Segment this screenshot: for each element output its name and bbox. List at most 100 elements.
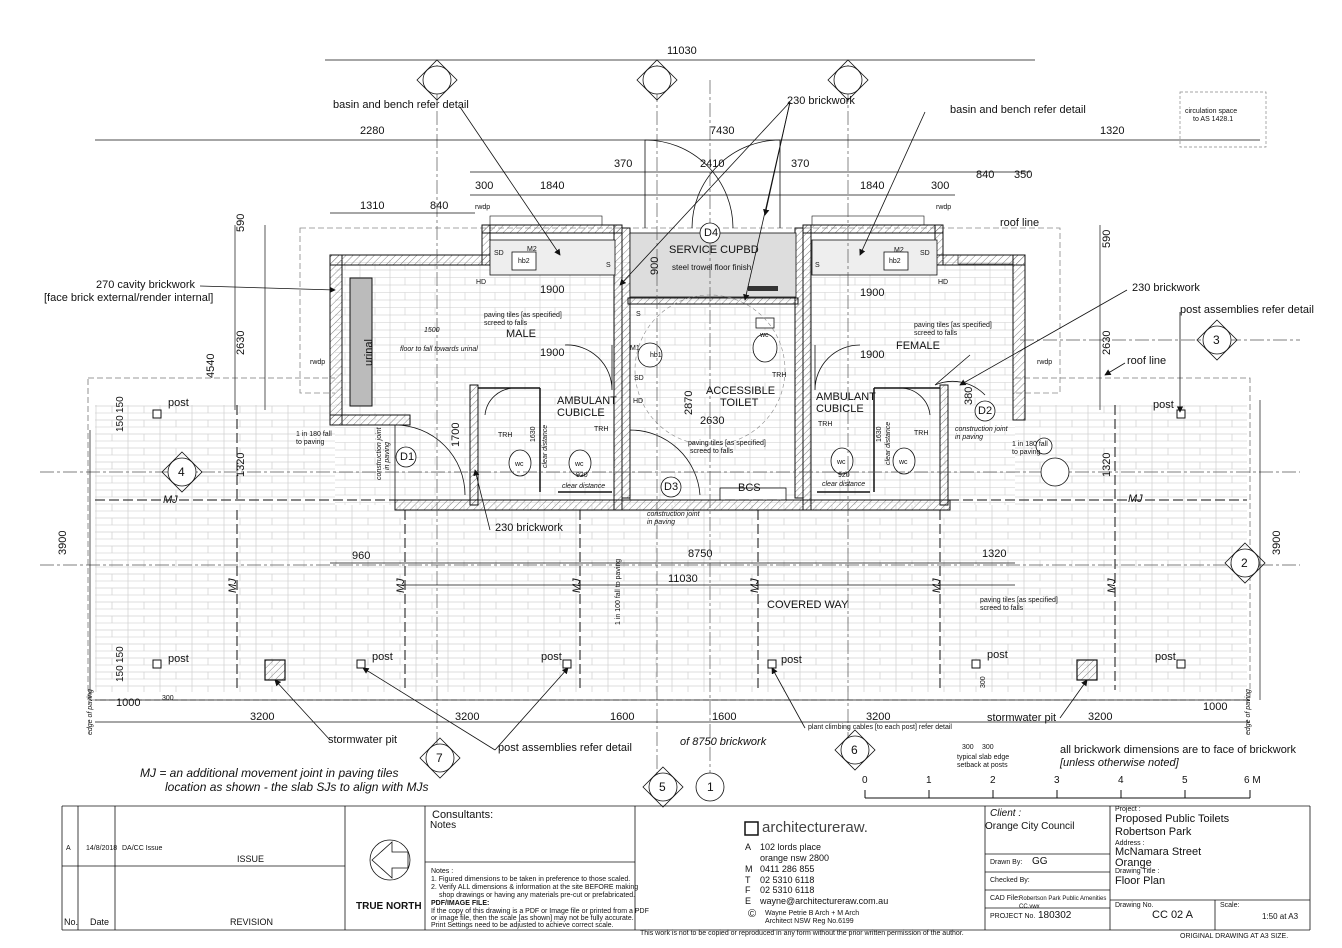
label-bcs: BCS <box>738 482 761 494</box>
marker-d2: D2 <box>978 405 993 417</box>
dim-300-bottom-left: 300 <box>162 695 174 702</box>
label-s-accessible: S <box>636 311 641 318</box>
label-post-g: post <box>987 649 1008 661</box>
note-1: 1. Figured dimensions to be taken in pre… <box>431 876 631 883</box>
label-230-brickwork-bottom: 230 brickwork <box>495 522 563 534</box>
dim-2630-left: 2630 <box>235 330 247 355</box>
dim-3900-left: 3900 <box>57 530 69 555</box>
addr-a2: orange nsw 2800 <box>760 853 830 863</box>
label-sd-left: SD <box>494 250 504 257</box>
label-post-a: post <box>168 397 189 409</box>
dim-900: 900 <box>649 256 661 275</box>
pdf-note-2: or image file, then the scale [as shown]… <box>431 915 634 922</box>
posts <box>152 409 1186 669</box>
dim-1900-c: 1900 <box>860 287 885 299</box>
dim-1320-bottom: 1320 <box>982 548 1007 560</box>
label-mj-left: MJ <box>163 494 178 506</box>
grid-marker-5: 5 <box>659 780 666 794</box>
dim-3900-right: 3900 <box>1271 530 1283 555</box>
grid-lines <box>40 65 1300 780</box>
label-hb2-left: hb2 <box>518 258 530 265</box>
dimension-lines <box>89 59 1261 723</box>
dim-920-a: 920 <box>576 472 588 479</box>
label-post-h: post <box>1155 651 1176 663</box>
dim-150-c: 150 <box>115 646 126 663</box>
dim-2630-mid: 2630 <box>700 415 725 427</box>
dim-1000-right: 1000 <box>1203 701 1228 713</box>
dim-960: 960 <box>352 550 371 562</box>
dim-1700: 1700 <box>450 422 462 447</box>
dim-1320-right: 1320 <box>1101 452 1113 477</box>
marker-d4: D4 <box>704 227 719 239</box>
dim-1900-a: 1900 <box>540 284 565 296</box>
drawing-no-label: Drawing No. <box>1115 902 1154 909</box>
copyright-1: Wayne Petrie B Arch + M Arch <box>765 910 860 917</box>
label-hd-left: HD <box>476 279 487 286</box>
dim-150-b: 150 <box>115 415 126 432</box>
room-cubicle-left: CUBICLE <box>557 407 605 419</box>
scale-tick-6: 6 M <box>1244 775 1261 786</box>
cad-file-label: CAD File: <box>990 895 1020 902</box>
label-clear-distance-b: clear distance <box>562 483 606 490</box>
addr-phone: 02 5310 6118 <box>760 875 815 885</box>
label-sd-right: SD <box>920 250 930 257</box>
room-ambulant-left: AMBULANT <box>557 395 617 407</box>
scale-label: Scale: <box>1220 902 1240 909</box>
addr-e-key: E <box>745 896 752 906</box>
label-s-left: S <box>606 262 611 269</box>
label-trh-accessible: TRH <box>772 372 787 379</box>
project-no-value: 180302 <box>1038 910 1072 921</box>
dim-590-right: 590 <box>1101 229 1113 248</box>
label-rwdp-a: rwdp <box>475 204 491 211</box>
logo-square-icon <box>744 821 759 836</box>
label-covered-way: COVERED WAY <box>767 599 849 611</box>
copyright-statement: This work is not to be copied or reprodu… <box>640 930 964 937</box>
cad-file-value: Robertson Park Public Amenities CC.vwx <box>1019 896 1107 910</box>
dim-370-left: 370 <box>614 158 633 170</box>
addr-a: 102 lords place <box>760 842 822 852</box>
dim-top-right: 1320 <box>1100 125 1125 137</box>
label-urinal: urinal <box>363 339 375 366</box>
consultants-notes: Notes <box>430 820 457 831</box>
dim-590-left: 590 <box>235 213 247 232</box>
label-hd-accessible: HD <box>633 398 644 405</box>
dim-top-mid: 7430 <box>710 125 735 137</box>
dim-300-slab-a: 300 <box>962 744 974 751</box>
dim-1600-b: 1600 <box>712 711 737 723</box>
label-of-8750-brickwork: of 8750 brickwork <box>680 736 767 748</box>
room-service-cupboard: SERVICE CUPBD <box>669 244 759 256</box>
label-post-d: post <box>372 651 393 663</box>
true-north-label: TRUE NORTH <box>356 901 422 912</box>
dim-300-slab-b: 300 <box>982 744 994 751</box>
drawing-no: CC 02 A <box>1152 909 1193 921</box>
label-hd-right: HD <box>938 279 949 286</box>
label-mj-v1: MJ <box>227 578 239 593</box>
dim-350: 350 <box>1014 169 1033 181</box>
dim-150-d: 150 <box>115 665 126 682</box>
label-wc-accessible: wc <box>760 332 769 339</box>
original-size-note: ORIGINAL DRAWING AT A3 SIZE. <box>1180 933 1289 940</box>
dim-1310: 1310 <box>360 200 385 212</box>
label-trh-c: TRH <box>818 421 833 428</box>
dim-overall-top: 11030 <box>667 45 697 57</box>
label-post-f: post <box>781 654 802 666</box>
label-cavity-brickwork: 270 cavity brickwork <box>96 279 196 291</box>
label-fall-left-2: to paving <box>296 439 325 446</box>
label-rwdp-c: rwdp <box>310 359 326 366</box>
room-accessible: ACCESSIBLE <box>706 385 776 397</box>
movement-joints <box>95 405 1247 690</box>
scale-tick-4: 4 <box>1118 775 1124 786</box>
grid-marker-6: 6 <box>851 743 858 757</box>
label-mj-v3: MJ <box>571 578 583 593</box>
label-fall-right-1: 1 in 180 fall <box>1012 441 1048 448</box>
dim-2870: 2870 <box>683 390 695 415</box>
label-post-e: post <box>541 651 562 663</box>
scale-tick-5: 5 <box>1182 775 1188 786</box>
basin-benches <box>489 239 938 276</box>
label-basin-left: basin and bench refer detail <box>333 99 469 111</box>
grid-marker-1: 1 <box>707 780 714 794</box>
label-floor-fall: floor to fall towards urinal <box>400 346 478 353</box>
label-paving-female-2: screed to falls <box>914 330 958 337</box>
marker-d1: D1 <box>400 451 415 463</box>
